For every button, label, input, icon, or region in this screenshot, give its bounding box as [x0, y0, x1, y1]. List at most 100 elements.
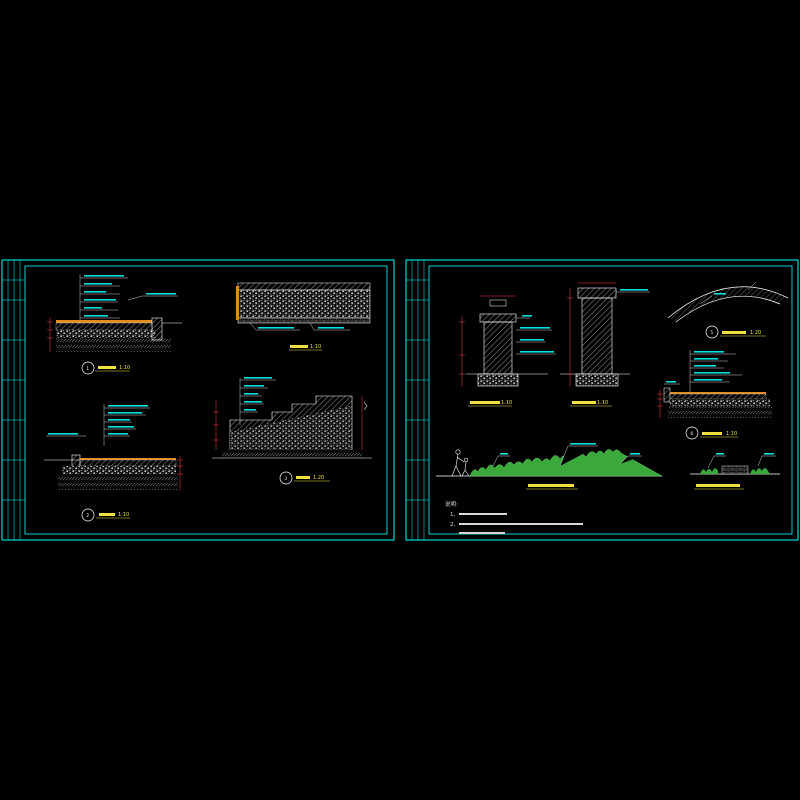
pillar-2-dimensions [567, 282, 616, 386]
detail-2-paving-layer [79, 459, 177, 467]
note-1-number: 1、 [450, 512, 459, 518]
detail-6-paving-layer [669, 393, 767, 400]
detail-3-title-text [296, 476, 310, 479]
detail-2-number: 2 [87, 513, 90, 518]
detail-1-base-layer [56, 330, 156, 338]
detail-1-paving-layer [55, 322, 153, 331]
detail-3-section: 3 1:20 [212, 377, 372, 485]
detail-4-leader-text-2 [318, 327, 344, 329]
detail-1-leaders [79, 274, 178, 324]
note-1-text [459, 513, 507, 515]
pillar-1-scale: 1:10 [501, 400, 512, 406]
left-sheet-outer-border [1, 259, 395, 541]
small-elevation-leader-text-1 [716, 453, 724, 455]
curved-plan-band [668, 286, 788, 322]
pillar-1-leaders [516, 317, 556, 355]
detail-4-leader-text [258, 327, 294, 329]
pillar-2-body [581, 297, 613, 375]
detail-2-section: 2 1:10 [44, 404, 183, 522]
detail-6-scale: 1:10 [726, 431, 737, 437]
notes-heading: 说明: [445, 500, 458, 508]
detail-5-callout-bubble [705, 325, 719, 339]
pillar-2-footing [575, 373, 619, 387]
detail-4-top-band [237, 282, 371, 291]
elevation-leaders [491, 445, 642, 469]
detail-1-surface-edge [56, 320, 152, 323]
detail-2-dimensions [177, 456, 183, 490]
detail-3-dimensions [213, 396, 363, 450]
detail-5-scale: 1:20 [750, 330, 761, 336]
detail-6-edge-block [663, 387, 671, 403]
left-sheet-inner-border [24, 265, 388, 535]
detail-1-leader-text [84, 275, 176, 317]
small-elevation-leader-text-2 [764, 453, 774, 455]
right-sheet: 1:10 1:10 [405, 259, 799, 541]
pillar-section-2: 1:10 [560, 282, 650, 407]
detail-4-bottom-band [237, 317, 371, 324]
detail-2-subgrade [58, 474, 178, 490]
detail-6-surface-edge [670, 392, 766, 394]
curved-plan-label [714, 293, 726, 295]
pillar-1-cap [479, 313, 517, 323]
detail-1-scale: 1:10 [119, 365, 130, 371]
curved-plan-leaders [699, 281, 757, 305]
detail-6-title-text [702, 432, 722, 435]
detail-1-subgrade [56, 338, 171, 352]
note-2-text-line-2 [459, 532, 505, 534]
detail-1-number: 1 [87, 366, 90, 371]
detail-1-title-text [98, 366, 116, 369]
general-notes: 说明: 1、 2、 [445, 500, 583, 534]
detail-5-number: 5 [711, 330, 714, 335]
detail-6-leaders [664, 350, 742, 392]
small-elevation-title-text [696, 484, 740, 487]
detail-3-subgrade [222, 450, 362, 458]
detail-2-leader-text [48, 405, 148, 435]
detail-3-number: 3 [285, 476, 288, 481]
detail-2-base-layer [62, 466, 176, 474]
detail-5-title-text [722, 331, 746, 334]
detail-3-gravel-base [230, 406, 350, 450]
detail-1-section: 1 1:10 [47, 274, 182, 375]
detail-2-surface-edge [80, 458, 176, 460]
detail-6-subgrade [668, 406, 772, 418]
pillar-2-cap [577, 287, 617, 299]
detail-2-leaders [46, 404, 150, 446]
elevation-title-text [528, 484, 574, 487]
detail-1-callout-bubble [81, 361, 95, 375]
detail-2-callout-bubble [81, 508, 95, 522]
small-elevation [690, 453, 780, 490]
pillar-1-leader-text [520, 315, 554, 353]
detail-3-callout-bubble [279, 471, 293, 485]
pillar-1-top-block [489, 299, 507, 307]
detail-6-callout-bubble [685, 426, 699, 440]
pillar-2-scale: 1:10 [597, 400, 608, 406]
curved-plan-inner-arc [675, 295, 781, 323]
right-sheet-title-strip [406, 260, 429, 540]
detail-1-dimensions [47, 318, 53, 352]
detail-6-section: 6 1:10 [657, 350, 772, 440]
detail-4-leaders [249, 322, 350, 331]
detail-4-title-text [290, 345, 308, 348]
detail-6-number: 6 [691, 431, 694, 436]
detail-6-base-layer [670, 399, 770, 406]
right-sheet-outer-border [405, 259, 799, 541]
small-elevation-leaders [707, 455, 776, 469]
elevation-planting-strip [436, 443, 663, 490]
pillar-1-body [483, 321, 513, 375]
left-sheet-title-strip [2, 260, 25, 540]
elevation-figures [451, 449, 470, 477]
detail-4-edge-marker-left [236, 286, 239, 320]
curved-plan-detail: 5 1:20 [667, 281, 789, 339]
pillar-2-leader-text [620, 289, 648, 291]
note-2-text-line-1 [459, 523, 583, 525]
detail-3-scale: 1:20 [313, 475, 324, 481]
small-elevation-shrubs-2 [750, 468, 770, 474]
small-elevation-shrubs-1 [700, 468, 718, 474]
detail-2-title-text [99, 513, 115, 516]
right-sheet-inner-border [428, 265, 793, 535]
left-sheet: 1 1:10 1:10 [1, 259, 395, 541]
elevation-leader-text [500, 443, 640, 455]
pillar-1-footing [477, 373, 519, 387]
pillar-1-dimensions [459, 295, 516, 386]
